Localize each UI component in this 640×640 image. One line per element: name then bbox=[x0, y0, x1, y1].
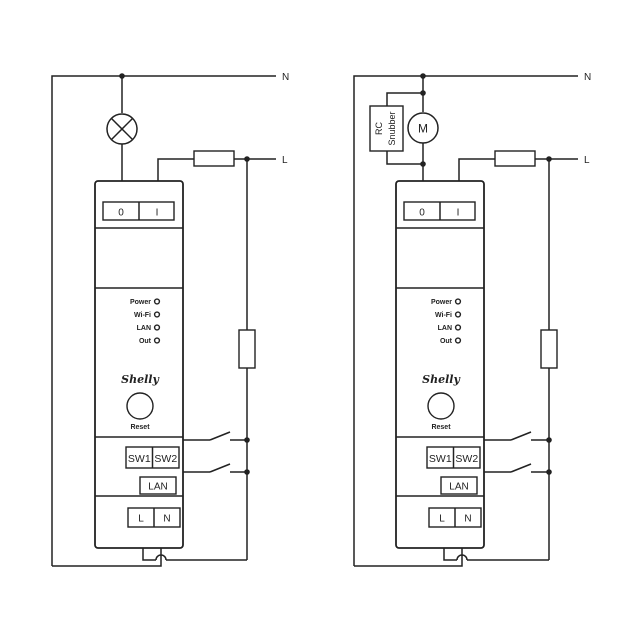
terminal-n-label: N bbox=[464, 514, 471, 525]
motor-symbol: M bbox=[418, 122, 428, 136]
led-wifi-icon bbox=[454, 311, 462, 318]
led-wifi-icon bbox=[153, 311, 161, 318]
neutral-label: N bbox=[282, 72, 289, 83]
neutral-wire bbox=[51, 75, 276, 566]
lamp-icon bbox=[106, 113, 138, 145]
terminal-l-label: L bbox=[138, 514, 144, 525]
led-lan-icon bbox=[454, 324, 462, 331]
led-power-label: Power bbox=[130, 299, 151, 306]
live-label: L bbox=[282, 155, 288, 166]
snubber-wire-bottom bbox=[386, 151, 423, 165]
terminal-sw2-label: SW2 bbox=[154, 453, 177, 465]
fuse-icon bbox=[540, 329, 558, 369]
neutral-wire bbox=[353, 75, 578, 566]
fuse-icon bbox=[193, 150, 235, 167]
terminal-i-label: I bbox=[156, 208, 159, 219]
led-out-icon bbox=[153, 337, 161, 344]
neutral-label: N bbox=[584, 72, 591, 83]
led-wifi-label: Wi-Fi bbox=[134, 312, 151, 319]
snubber-wire-top bbox=[386, 92, 423, 106]
fuse-icon bbox=[494, 150, 536, 167]
led-lan-label: LAN bbox=[438, 325, 452, 332]
diagram-lamp: N L bbox=[51, 72, 289, 567]
terminal-sw1-label: SW1 bbox=[429, 453, 452, 465]
lan-port bbox=[440, 476, 478, 495]
snubber-label: Snubber bbox=[387, 111, 397, 145]
shelly-device: 0 I Power Wi-Fi LAN Out Shelly Reset SW1… bbox=[94, 180, 184, 549]
live-label: L bbox=[584, 155, 590, 166]
snubber-label-rc: RC bbox=[374, 122, 384, 135]
terminal-sw2-label: SW2 bbox=[455, 453, 478, 465]
fuse-icon bbox=[238, 329, 256, 369]
rc-snubber-box bbox=[369, 105, 404, 152]
brand-logo: Shelly bbox=[422, 373, 461, 386]
reset-label: Reset bbox=[130, 424, 150, 431]
led-out-label: Out bbox=[440, 338, 453, 345]
reset-button[interactable] bbox=[126, 392, 154, 420]
terminal-n-label: N bbox=[163, 514, 170, 525]
lan-port bbox=[139, 476, 177, 495]
diagram-motor: N M RC Snubber L bbox=[353, 72, 591, 567]
terminal-o-label: 0 bbox=[419, 208, 425, 219]
terminal-l-label: L bbox=[439, 514, 445, 525]
led-wifi-label: Wi-Fi bbox=[435, 312, 452, 319]
terminal-o-label: 0 bbox=[118, 208, 124, 219]
led-power-label: Power bbox=[431, 299, 452, 306]
led-power-icon bbox=[454, 298, 462, 305]
shelly-device: 0 I Power Wi-Fi LAN Out Shelly Reset SW1… bbox=[395, 180, 485, 549]
terminal-sw1-label: SW1 bbox=[128, 453, 151, 465]
reset-button[interactable] bbox=[427, 392, 455, 420]
lan-port-label: LAN bbox=[449, 482, 468, 493]
reset-label: Reset bbox=[431, 424, 451, 431]
led-power-icon bbox=[153, 298, 161, 305]
led-out-icon bbox=[454, 337, 462, 344]
terminal-i-label: I bbox=[457, 208, 460, 219]
lan-port-label: LAN bbox=[148, 482, 167, 493]
led-lan-icon bbox=[153, 324, 161, 331]
led-lan-label: LAN bbox=[137, 325, 151, 332]
led-out-label: Out bbox=[139, 338, 152, 345]
brand-logo: Shelly bbox=[121, 373, 160, 386]
